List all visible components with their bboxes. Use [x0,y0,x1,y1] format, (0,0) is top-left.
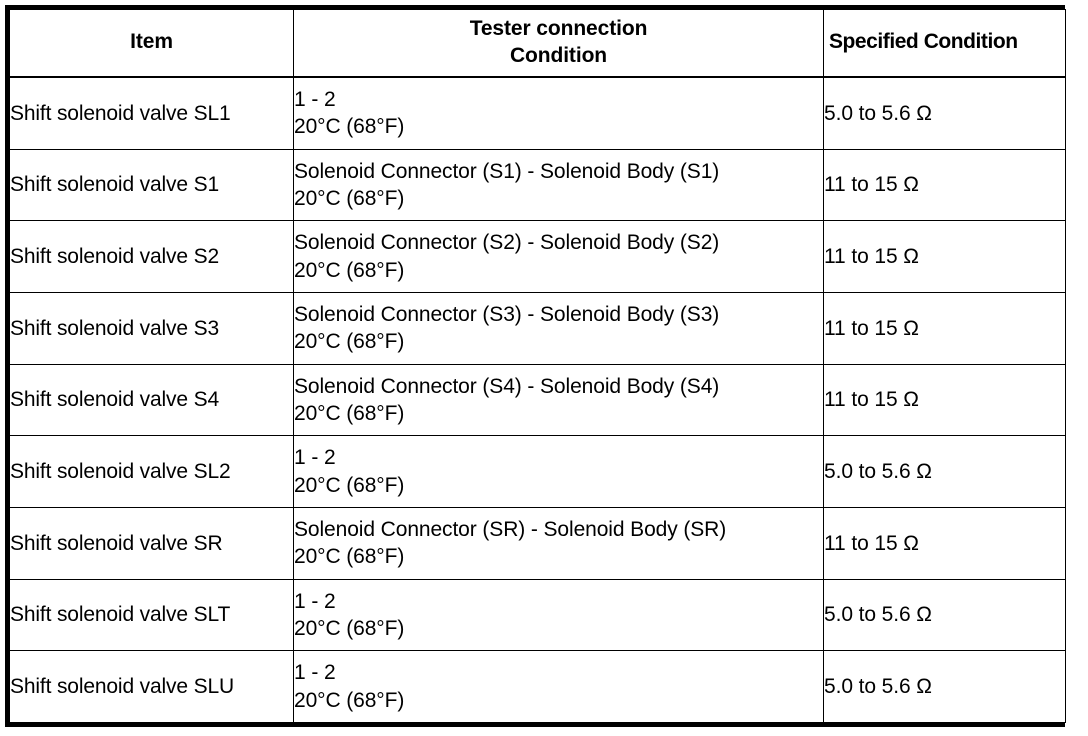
cell-item: Shift solenoid valve S4 [9,363,294,437]
cell-item: Shift solenoid valve SL1 [9,76,294,150]
cell-item: Shift solenoid valve SLT [9,578,294,652]
cell-specified-condition: 5.0 to 5.6 Ω [823,435,1066,508]
cell-tester-connection: Solenoid Connector (S1) - Solenoid Body … [293,148,824,222]
cell-specified-condition: 11 to 15 Ω [823,220,1066,293]
condition-text: 20°C (68°F) [294,616,405,640]
condition-text: 20°C (68°F) [294,545,405,569]
cell-specified-condition: 5.0 to 5.6 Ω [823,650,1066,723]
cell-item: Shift solenoid valve SLU [9,650,294,723]
cell-specified-condition: 11 to 15 Ω [823,148,1066,222]
cell-item: Shift solenoid valve S2 [9,220,294,293]
cell-item: Shift solenoid valve SL2 [9,435,294,508]
cell-tester-connection: Solenoid Connector (S4) - Solenoid Body … [293,363,824,437]
tester-connection-text: Solenoid Connector (SR) - Solenoid Body … [294,517,727,541]
condition-text: 20°C (68°F) [294,688,405,712]
cell-specified-condition: 11 to 15 Ω [823,363,1066,437]
cell-tester-connection: 1 - 2 20°C (68°F) [293,650,824,723]
tester-connection-text: Solenoid Connector (S4) - Solenoid Body … [294,374,720,398]
tester-connection-text: Solenoid Connector (S3) - Solenoid Body … [294,302,720,326]
tester-connection-text: 1 - 2 [294,446,336,470]
condition-text: 20°C (68°F) [294,186,405,210]
column-header-specified-condition: Specified Condition [823,8,1066,78]
cell-specified-condition: 11 to 15 Ω [823,506,1066,580]
cell-item: Shift solenoid valve S1 [9,148,294,222]
cell-tester-connection: Solenoid Connector (SR) - Solenoid Body … [293,506,824,580]
column-header-tester-line-2: Condition [509,43,608,67]
cell-tester-connection: Solenoid Connector (S3) - Solenoid Body … [293,291,824,365]
cell-specified-condition: 5.0 to 5.6 Ω [823,76,1066,150]
table-header: Item Tester connection Condition Specifi… [9,8,1066,78]
header-row: Item Tester connection Condition Specifi… [9,8,1066,78]
cell-item: Shift solenoid valve S3 [9,291,294,365]
tester-connection-text: 1 - 2 [294,87,336,111]
tester-connection-text: 1 - 2 [294,661,336,685]
cell-tester-connection: 1 - 2 20°C (68°F) [293,435,824,508]
cell-tester-connection: Solenoid Connector (S2) - Solenoid Body … [293,220,824,293]
tester-connection-text: 1 - 2 [294,589,336,613]
cell-item: Shift solenoid valve SR [9,506,294,580]
column-header-tester-line-1: Tester connection [469,17,648,40]
condition-text: 20°C (68°F) [294,115,405,139]
cell-specified-condition: 11 to 15 Ω [823,291,1066,365]
tester-connection-text: Solenoid Connector (S1) - Solenoid Body … [294,159,720,183]
condition-text: 20°C (68°F) [294,473,405,497]
condition-text: 20°C (68°F) [294,401,405,425]
column-header-item: Item [9,8,294,78]
solenoid-specification-table: Item Tester connection Condition Specifi… [9,8,1066,723]
cell-tester-connection: 1 - 2 20°C (68°F) [293,578,824,652]
cell-tester-connection: 1 - 2 20°C (68°F) [293,76,824,150]
condition-text: 20°C (68°F) [294,258,405,282]
column-header-tester-connection: Tester connection Condition [293,8,824,78]
specification-table-container: Item Tester connection Condition Specifi… [5,5,1066,727]
tester-connection-text: Solenoid Connector (S2) - Solenoid Body … [294,231,720,255]
cell-specified-condition: 5.0 to 5.6 Ω [823,578,1066,652]
condition-text: 20°C (68°F) [294,330,405,354]
